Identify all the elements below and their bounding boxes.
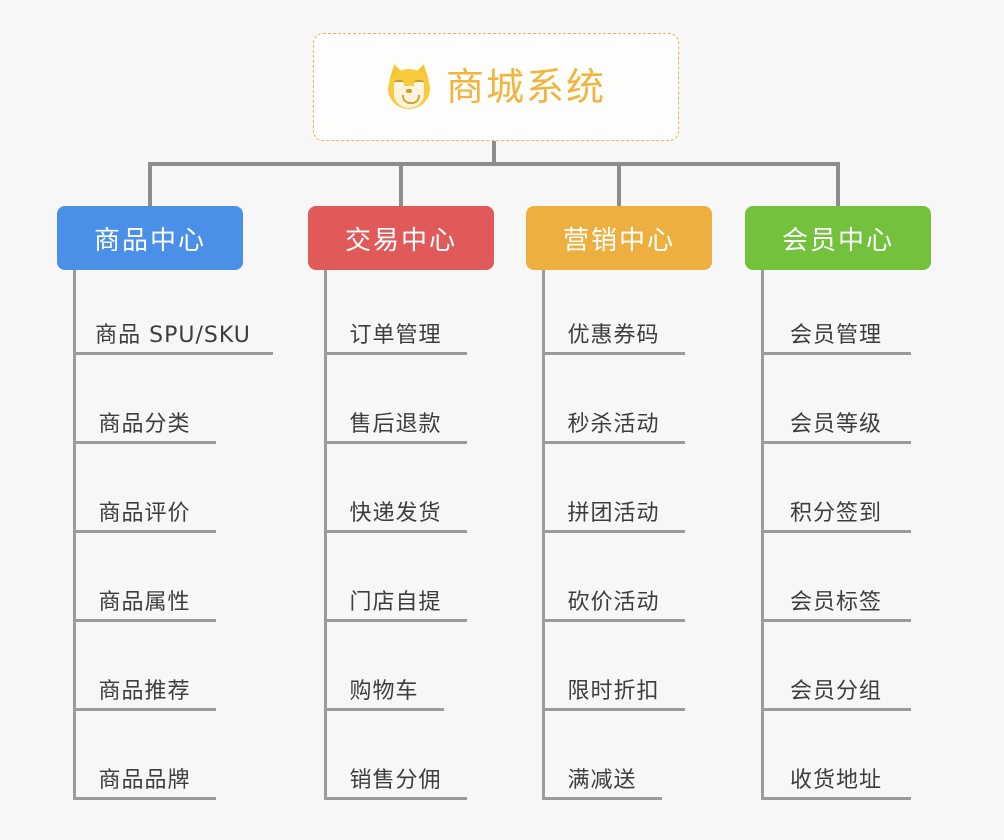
leaf-underline xyxy=(324,530,467,533)
leaf-label: 售后退款 xyxy=(349,412,442,437)
leaf-label: 收货地址 xyxy=(789,768,882,793)
connector-root-stem xyxy=(492,141,496,166)
dog-face-icon xyxy=(385,62,433,110)
connector-drop-marketing-center xyxy=(617,162,621,206)
leaf-underline xyxy=(324,619,467,622)
leaf-label: 满减送 xyxy=(567,768,637,793)
leaf-underline xyxy=(73,441,216,444)
leaf-label: 秒杀活动 xyxy=(567,412,660,437)
leaf-underline xyxy=(542,708,685,711)
leaf-label: 商品评价 xyxy=(98,501,191,526)
category-label: 营销中心 xyxy=(562,225,675,256)
leaf-label: 限时折扣 xyxy=(567,679,660,704)
connector-drop-trade-center xyxy=(399,162,403,206)
leaf-label: 门店自提 xyxy=(349,590,442,615)
leaf-underline xyxy=(73,797,216,800)
leaf-label: 商品分类 xyxy=(98,412,191,437)
leaf-underline xyxy=(73,352,273,355)
leaf-underline xyxy=(761,797,911,800)
leaf-label: 订单管理 xyxy=(349,323,442,348)
branch-stem-product-center xyxy=(73,270,76,800)
root-title: 商城系统 xyxy=(445,65,606,109)
leaf-label: 商品推荐 xyxy=(98,679,191,704)
leaf-underline xyxy=(542,352,685,355)
branch-stem-trade-center xyxy=(324,270,327,800)
leaf-label: 购物车 xyxy=(349,679,419,704)
leaf-underline xyxy=(542,530,685,533)
leaf-underline xyxy=(542,797,662,800)
leaf-label: 积分签到 xyxy=(789,501,882,526)
leaf-label: 砍价活动 xyxy=(567,590,660,615)
leaf-underline xyxy=(324,352,467,355)
category-label: 商品中心 xyxy=(93,225,206,256)
connector-drop-member-center xyxy=(836,162,840,206)
category-label: 会员中心 xyxy=(781,225,894,256)
category-label: 交易中心 xyxy=(344,225,457,256)
leaf-underline xyxy=(73,708,216,711)
leaf-label: 会员标签 xyxy=(789,590,882,615)
leaf-label: 优惠券码 xyxy=(567,323,660,348)
branch-stem-member-center xyxy=(761,270,764,800)
root-node[interactable]: 商城系统 xyxy=(313,33,679,141)
leaf-underline xyxy=(324,441,467,444)
leaf-underline xyxy=(324,708,444,711)
leaf-underline xyxy=(542,441,685,444)
category-box-trade-center[interactable]: 交易中心 xyxy=(308,206,494,270)
leaf-label: 销售分佣 xyxy=(349,768,442,793)
leaf-underline xyxy=(761,619,911,622)
connector-drop-product-center xyxy=(148,162,152,206)
leaf-underline xyxy=(761,530,911,533)
leaf-underline xyxy=(761,441,911,444)
leaf-underline xyxy=(324,797,467,800)
branch-stem-marketing-center xyxy=(542,270,545,800)
category-box-product-center[interactable]: 商品中心 xyxy=(57,206,243,270)
leaf-label: 快递发货 xyxy=(349,501,442,526)
leaf-label: 拼团活动 xyxy=(567,501,660,526)
leaf-label: 商品属性 xyxy=(98,590,191,615)
leaf-underline xyxy=(542,619,685,622)
connector-horizontal-bus xyxy=(149,162,837,166)
leaf-label: 商品 SPU/SKU xyxy=(95,323,251,348)
leaf-underline xyxy=(761,708,911,711)
leaf-label: 商品品牌 xyxy=(98,768,191,793)
leaf-label: 会员管理 xyxy=(789,323,882,348)
leaf-label: 会员分组 xyxy=(789,679,882,704)
leaf-underline xyxy=(73,619,216,622)
category-box-marketing-center[interactable]: 营销中心 xyxy=(526,206,712,270)
leaf-underline xyxy=(73,530,216,533)
category-box-member-center[interactable]: 会员中心 xyxy=(745,206,931,270)
leaf-underline xyxy=(761,352,911,355)
leaf-label: 会员等级 xyxy=(789,412,882,437)
